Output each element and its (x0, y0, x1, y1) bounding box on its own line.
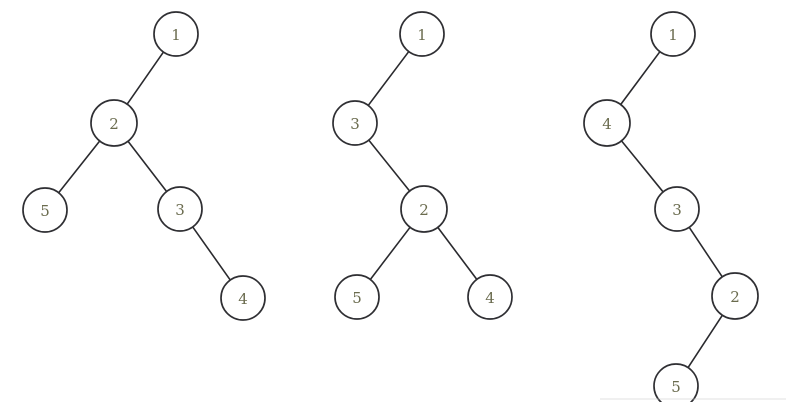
node-label: 2 (109, 115, 119, 133)
node-circle-1 (650, 11, 696, 57)
node-label: 3 (175, 201, 185, 219)
node-label: 1 (417, 26, 427, 44)
node-label: 1 (171, 26, 181, 44)
tree-node: 5 (653, 363, 699, 402)
tree-edge-1-4 (619, 50, 661, 106)
tree-node: 3 (654, 186, 700, 232)
node-label: 4 (602, 115, 612, 133)
tree-node: 5 (22, 187, 68, 233)
tree-node: 4 (220, 275, 266, 321)
tree-edge-4-3 (620, 140, 664, 193)
node-label: 5 (671, 378, 681, 396)
node-circle-2 (711, 272, 759, 320)
tree-node: 1 (399, 11, 445, 57)
node-circle-5 (334, 274, 380, 320)
tree-edge-2-3 (127, 140, 168, 193)
node-circle-3 (654, 186, 700, 232)
tree-node: 4 (467, 274, 513, 320)
node-circle-5 (22, 187, 68, 233)
nodes-layer: 1 2 5 3 4 1 3 2 5 4 1 4 3 2 5 (22, 11, 759, 402)
tree-edge-2-4 (436, 226, 478, 281)
edges-layer (57, 50, 724, 369)
node-circle-1 (153, 11, 199, 57)
tree-edge-3-4 (191, 226, 232, 281)
node-label: 2 (730, 288, 740, 306)
tree-edge-1-2 (126, 51, 165, 105)
tree-node: 4 (583, 99, 631, 147)
node-label: 2 (419, 201, 429, 219)
tree-right-nodes: 1 4 3 2 5 (583, 11, 759, 402)
tree-node: 2 (90, 99, 138, 147)
node-label: 4 (238, 290, 248, 308)
tree-right-edges (619, 50, 724, 369)
tree-middle-edges (367, 50, 478, 281)
tree-node: 1 (153, 11, 199, 57)
node-circle-4 (220, 275, 266, 321)
node-label: 3 (672, 201, 682, 219)
tree-node: 5 (334, 274, 380, 320)
tree-edge-2-5 (369, 226, 411, 281)
node-circle-4 (467, 274, 513, 320)
node-label: 4 (485, 289, 495, 307)
node-label: 5 (352, 289, 362, 307)
tree-left-nodes: 1 2 5 3 4 (22, 11, 266, 321)
tree-edge-3-2 (367, 139, 411, 192)
tree-node: 2 (711, 272, 759, 320)
tree-middle-nodes: 1 3 2 5 4 (332, 11, 513, 320)
tree-node: 3 (332, 100, 378, 146)
tree-edge-1-3 (367, 50, 410, 107)
node-circle-5 (653, 363, 699, 402)
node-circle-2 (90, 99, 138, 147)
node-label: 1 (668, 26, 678, 44)
node-label: 3 (350, 115, 360, 133)
node-circle-4 (583, 99, 631, 147)
node-circle-3 (157, 186, 203, 232)
node-circle-3 (332, 100, 378, 146)
tree-edge-2-5 (57, 140, 101, 194)
node-circle-2 (400, 185, 448, 233)
tree-edge-2-5 (687, 314, 724, 369)
node-label: 5 (40, 202, 50, 220)
tree-edge-3-2 (688, 226, 724, 278)
tree-left-edges (57, 51, 232, 281)
tree-node: 2 (400, 185, 448, 233)
tree-node: 3 (157, 186, 203, 232)
tree-node: 1 (650, 11, 696, 57)
node-circle-1 (399, 11, 445, 57)
